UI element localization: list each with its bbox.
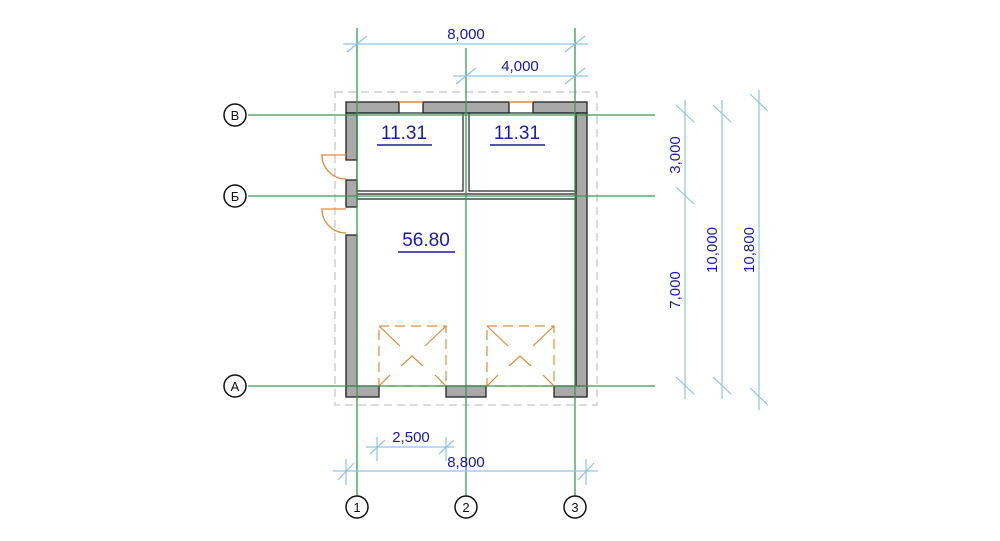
dim-right-lower: 7,000	[667, 271, 684, 309]
axis-bubble-b: Б	[223, 184, 247, 208]
svg-text:56.80: 56.80	[402, 230, 450, 251]
axis-bubble-1: 1	[345, 495, 369, 519]
dimension-lines	[333, 35, 769, 485]
svg-text:Б: Б	[231, 189, 240, 204]
grid-axes-vertical	[356, 28, 576, 496]
dim-right-upper: 3,000	[667, 136, 684, 174]
axis-bubble-v: В	[223, 103, 247, 127]
svg-text:В: В	[231, 108, 240, 123]
svg-text:11.31: 11.31	[381, 123, 427, 144]
wall-bottom-1	[345, 385, 380, 398]
svg-text:А: А	[231, 379, 240, 394]
dim-right-outer-total: 10,800	[741, 227, 758, 273]
room-area-main: 56.80	[398, 230, 455, 253]
svg-text:2: 2	[462, 500, 469, 515]
wall-bottom-3	[553, 385, 588, 398]
svg-text:1: 1	[353, 500, 360, 515]
svg-text:11.31: 11.31	[494, 123, 540, 144]
wall-right	[575, 112, 588, 397]
svg-text:3: 3	[571, 500, 578, 515]
dim-bottom-total: 8,800	[447, 454, 485, 471]
wall-left-2	[345, 179, 358, 208]
room-area-right-top: 11.31	[490, 123, 545, 146]
room-area-left-top: 11.31	[377, 123, 432, 146]
garage-door-arrows	[378, 325, 555, 387]
dim-top-partial: 4,000	[501, 58, 539, 75]
wall-top-1	[345, 101, 400, 114]
axis-bubble-2: 2	[454, 495, 478, 519]
axis-bubble-3: 3	[563, 495, 587, 519]
dim-right-mid-total: 10,000	[704, 227, 721, 273]
wall-left-1	[345, 112, 358, 161]
grid-axes-horizontal	[248, 114, 655, 387]
wall-top-3	[532, 101, 588, 114]
dim-top-total: 8,000	[447, 26, 485, 43]
dim-bottom-partial: 2,500	[392, 429, 430, 446]
wall-left-3	[345, 234, 358, 397]
axis-bubble-a: А	[223, 374, 247, 398]
doors-left	[321, 154, 347, 234]
